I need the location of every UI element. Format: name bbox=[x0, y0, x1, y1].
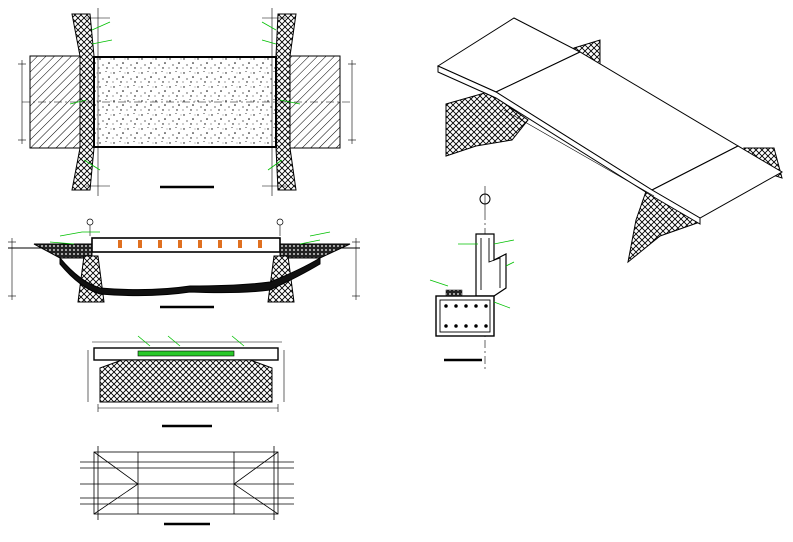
detail-stem-wall bbox=[475, 233, 507, 297]
cross-foundation-fill bbox=[99, 359, 273, 403]
wearing-course bbox=[137, 350, 235, 357]
detail-footing bbox=[435, 295, 495, 337]
cross-section bbox=[87, 335, 285, 428]
plan-view bbox=[18, 8, 356, 196]
abutment-detail bbox=[429, 186, 515, 372]
isometric-view bbox=[436, 17, 784, 264]
cross-leaders bbox=[137, 335, 245, 347]
foundation-plan bbox=[80, 446, 294, 526]
detail-rebar bbox=[439, 238, 501, 333]
left-approach-fill bbox=[33, 243, 93, 259]
section-leaders bbox=[49, 231, 331, 245]
deck-rebar-marks bbox=[118, 240, 262, 248]
detail-leaders bbox=[429, 239, 515, 309]
longitudinal-section bbox=[8, 218, 360, 309]
cross-dimension-lines bbox=[87, 341, 285, 412]
section-markers bbox=[86, 218, 284, 226]
plan-dimension-ticks bbox=[18, 17, 356, 187]
riverbed-profile bbox=[59, 256, 321, 297]
right-approach-fill bbox=[279, 243, 351, 259]
plan-leaders bbox=[69, 21, 301, 171]
